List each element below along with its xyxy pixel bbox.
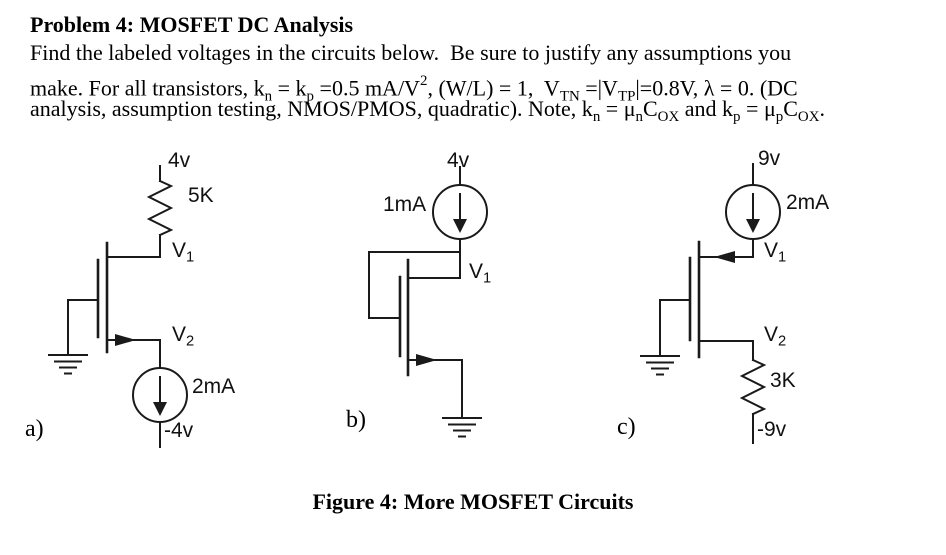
- pmos-transistor-symbol: [690, 242, 753, 357]
- circuit-a-current-label: 2mA: [192, 375, 236, 398]
- gate-feedback-wire: [369, 252, 460, 318]
- nmos-source-arrow-icon: [115, 334, 136, 346]
- circuit-c-top-supply-label: 9v: [758, 147, 781, 170]
- problem-text-line1: Find the labeled voltages in the circuit…: [30, 40, 792, 65]
- circuit-a-node-v2-label: V2: [172, 323, 195, 350]
- resistor-symbol: [742, 360, 764, 414]
- current-arrow-head-icon: [453, 219, 467, 233]
- current-source-symbol: [726, 185, 780, 239]
- circuit-c-current-label: 2mA: [786, 191, 830, 214]
- circuit-a-node-v1-label: V1: [172, 239, 195, 266]
- resistor-symbol: [149, 181, 171, 235]
- current-arrow-head-icon: [153, 402, 167, 416]
- ground-symbol: [443, 418, 481, 437]
- current-arrow-head-icon: [746, 219, 760, 233]
- circuit-c-bottom-supply-label: -9v: [757, 418, 787, 441]
- circuit-c-label: c): [617, 414, 636, 440]
- circuit-b-current-label: 1mA: [383, 193, 427, 216]
- current-source-symbol: [433, 185, 487, 239]
- drain-wire: [107, 235, 160, 257]
- circuit-a-label: a): [25, 416, 44, 442]
- pmos-source-arrow-icon: [714, 251, 735, 263]
- ground-symbol: [49, 355, 87, 374]
- nmos-transistor-symbol: [400, 260, 462, 375]
- ground-symbol: [641, 356, 679, 375]
- nmos-transistor-symbol: [98, 243, 160, 352]
- circuit-c-schematic: [641, 164, 780, 443]
- circuit-c-node-v1-label: V1: [764, 239, 787, 266]
- nmos-source-arrow-icon: [416, 354, 437, 366]
- circuit-c-node-v2-label: V2: [764, 323, 787, 350]
- circuit-b-schematic: [369, 167, 487, 437]
- problem-title: Problem 4: MOSFET DC Analysis: [30, 12, 354, 37]
- circuit-b-node-v1-label: V1: [469, 260, 492, 287]
- circuit-b-top-supply-label: 4v: [447, 149, 470, 172]
- circuit-a-bottom-supply-label: -4v: [164, 419, 194, 442]
- circuit-a-resistor-label: 5K: [188, 184, 214, 207]
- circuit-a-top-supply-label: 4v: [168, 149, 191, 172]
- figure-caption: Figure 4: More MOSFET Circuits: [312, 489, 634, 514]
- gate-wire: [660, 300, 690, 356]
- problem-text-line3: analysis, assumption testing, NMOS/PMOS,…: [30, 96, 826, 126]
- current-source-symbol: [133, 368, 187, 422]
- gate-wire: [68, 300, 98, 355]
- circuit-a-schematic: [49, 166, 187, 447]
- problem-text-line2: make. For all transistors, kn = kp =0.5 …: [30, 73, 798, 105]
- circuit-c-resistor-label: 3K: [770, 369, 796, 392]
- circuit-b-label: b): [346, 407, 366, 433]
